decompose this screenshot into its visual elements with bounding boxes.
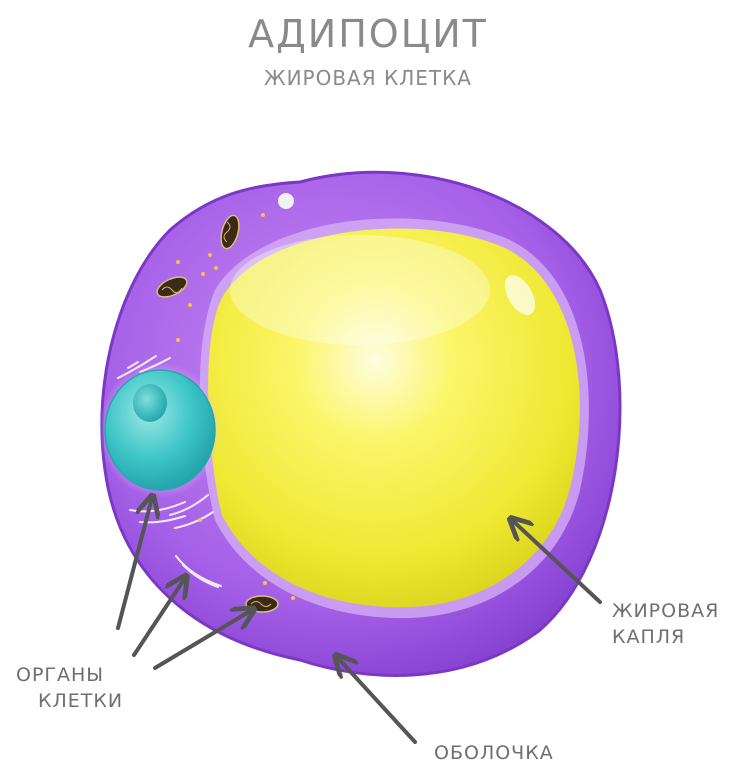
label-fat-droplet-line2: КАПЛЯ xyxy=(612,624,719,650)
fat-droplet-highlight xyxy=(230,235,490,345)
label-organelles: ОРГАНЫ КЛЕТКИ xyxy=(16,662,123,714)
nucleolus xyxy=(133,384,167,422)
label-membrane: ОБОЛОЧКА xyxy=(434,740,554,766)
label-fat-droplet-line1: ЖИРОВАЯ xyxy=(612,598,719,624)
label-fat-droplet: ЖИРОВАЯ КАПЛЯ xyxy=(612,598,719,650)
vesicle xyxy=(278,193,294,209)
label-organelles-line1: ОРГАНЫ xyxy=(16,662,123,688)
label-organelles-line2: КЛЕТКИ xyxy=(16,688,123,714)
